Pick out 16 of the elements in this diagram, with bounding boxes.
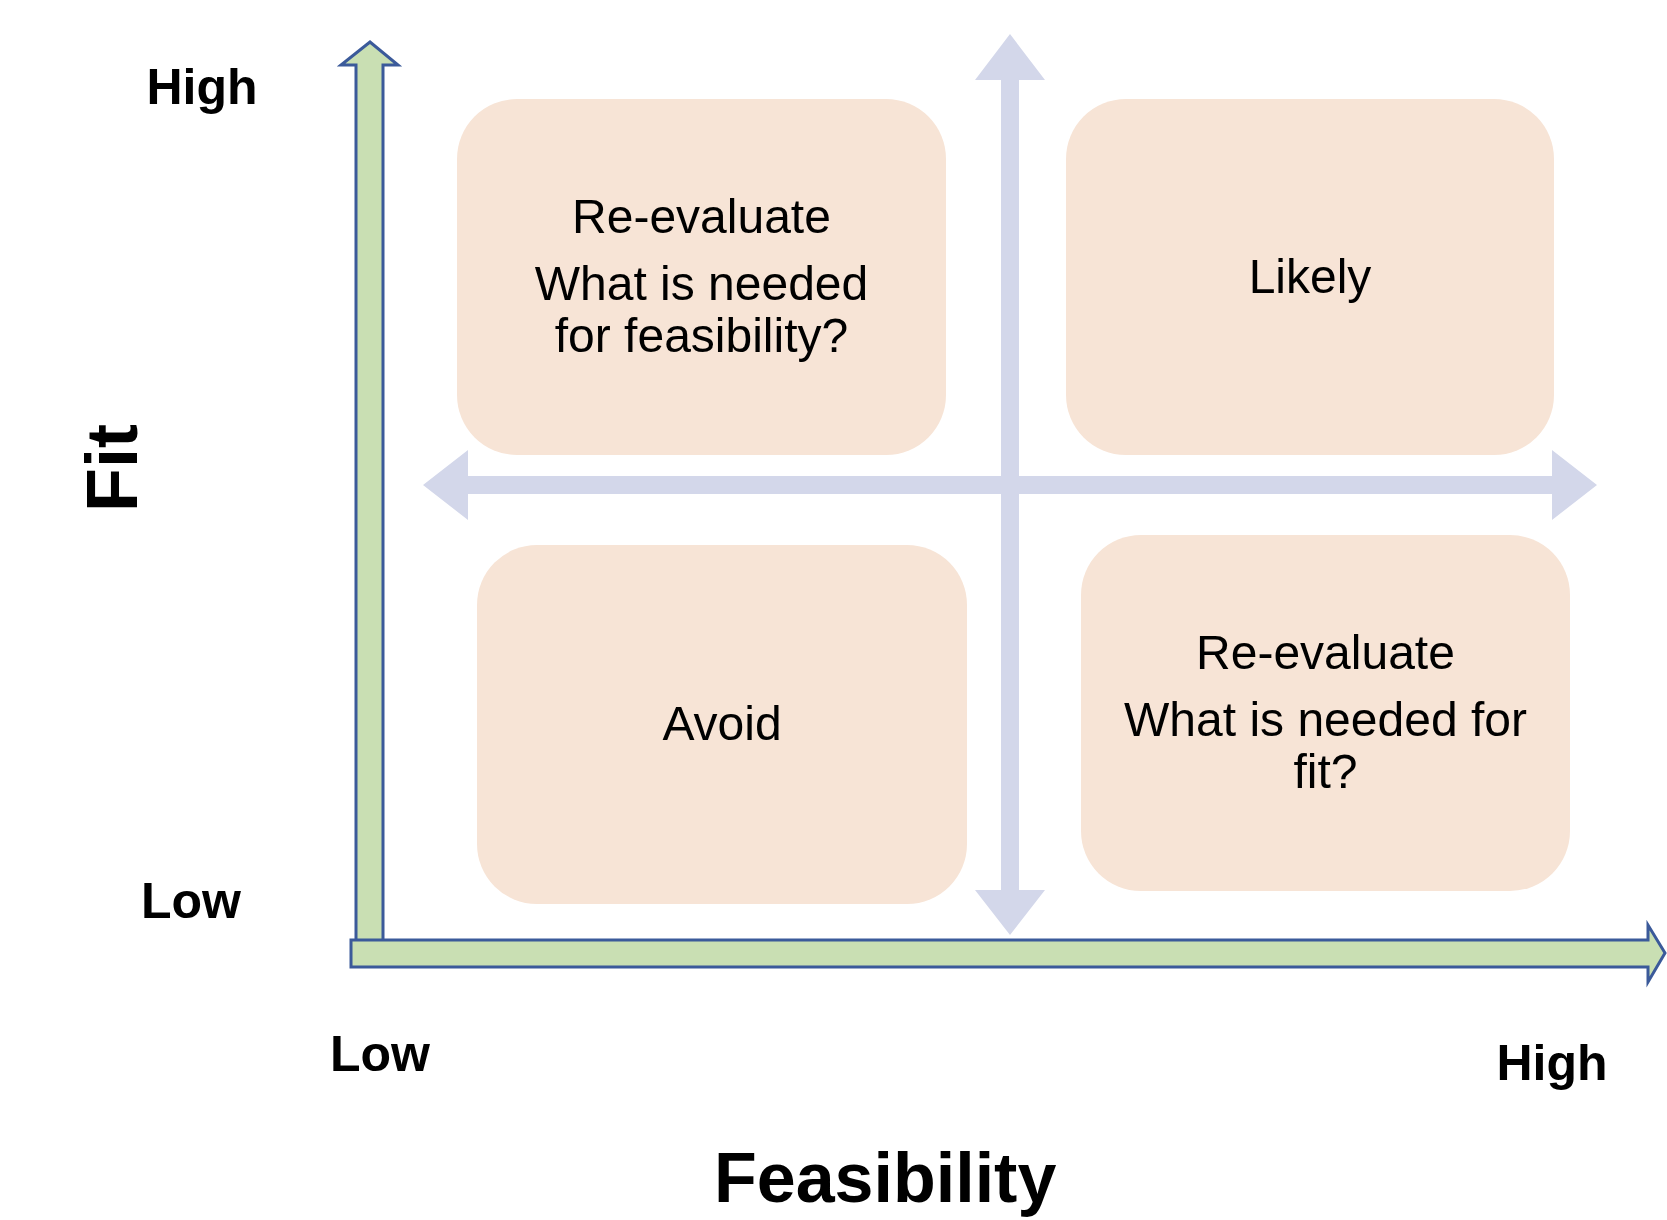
quadrant-box bbox=[1066, 99, 1554, 455]
quadrant-box bbox=[1081, 535, 1570, 891]
quadrant-title: Avoid bbox=[662, 698, 782, 751]
quadrant-question: What is needed for feasibility? bbox=[533, 257, 870, 364]
quadrant-title: Re-evaluate bbox=[1196, 626, 1455, 680]
quadrant-box bbox=[457, 99, 946, 455]
quadrant-question: What is needed for fit? bbox=[1123, 693, 1528, 800]
quadrant-box bbox=[477, 545, 967, 904]
quadrant-title: Re-evaluate bbox=[572, 190, 831, 244]
axis-title: Fit bbox=[71, 424, 153, 512]
axis-tick-label: Low bbox=[141, 872, 241, 930]
axis-tick-label: High bbox=[1496, 1034, 1608, 1092]
quadrant-title: Likely bbox=[1248, 250, 1372, 304]
axis-title: Feasibility bbox=[714, 1138, 1057, 1218]
axis-tick-label: Low bbox=[330, 1025, 430, 1083]
axis-tick-label: High bbox=[146, 58, 258, 116]
